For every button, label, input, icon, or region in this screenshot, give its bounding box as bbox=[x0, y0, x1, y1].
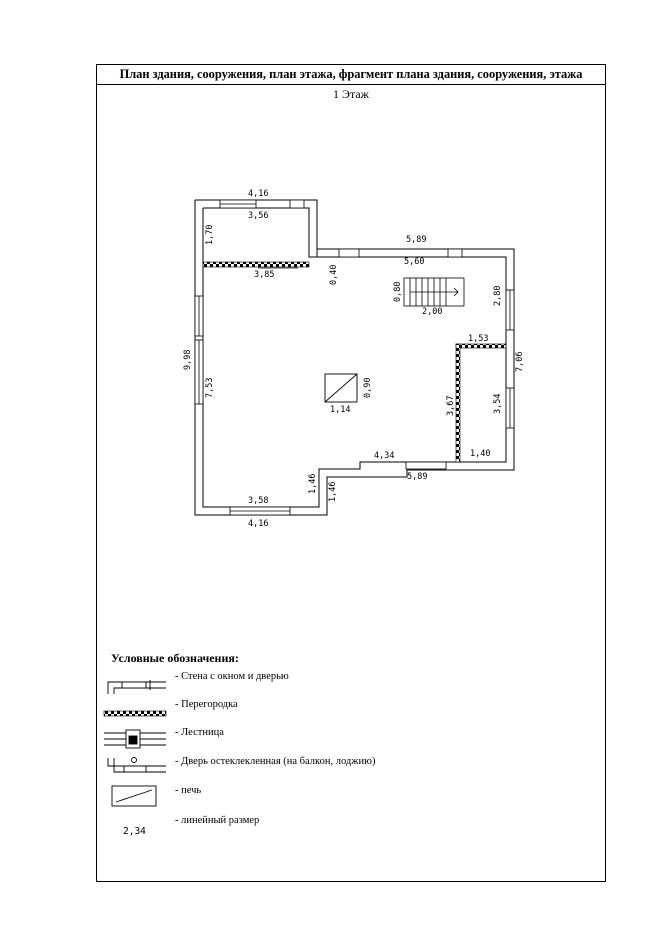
dim-bottom-ext: 4,16 bbox=[248, 519, 268, 529]
dim-notch-bottom: 1,40 bbox=[470, 449, 490, 459]
dim-partition: 3,85 bbox=[254, 270, 274, 280]
dim-right-lower: 3,54 bbox=[493, 394, 503, 414]
dim-right-ext: 7,06 bbox=[515, 352, 525, 372]
legend-partition-symbol bbox=[103, 710, 167, 717]
dim-stove-w: 1,14 bbox=[330, 405, 350, 415]
legend-symbols bbox=[103, 680, 167, 807]
staircase bbox=[403, 277, 465, 307]
dim-stairs-h: 0,80 bbox=[393, 282, 403, 302]
legend-glazed-door-symbol bbox=[107, 757, 166, 773]
dim-top-int: 3,56 bbox=[248, 211, 268, 221]
dim-stairs-w: 2,00 bbox=[422, 307, 442, 317]
legend-label-stove: - печь bbox=[175, 785, 202, 796]
dim-left-upper: 1,70 bbox=[205, 225, 215, 245]
partitions bbox=[202, 261, 507, 463]
legend-dimension-sample: 2,34 bbox=[123, 826, 146, 837]
floor-label: 1 Этаж bbox=[333, 87, 369, 101]
dim-notch-w: 1,53 bbox=[468, 334, 488, 344]
dim-left-int: 7,53 bbox=[205, 378, 215, 398]
dim-right-top-ext: 5,89 bbox=[406, 235, 426, 245]
legend-label-partition: - Перегородка bbox=[175, 699, 238, 710]
legend-label-linear-dimension: - линейный размер bbox=[175, 815, 260, 826]
dim-bottom-right-ext: 5,89 bbox=[407, 472, 427, 482]
dim-notch-partition: 3,67 bbox=[446, 396, 456, 416]
drawing-frame: План здания, сооружения, план этажа, фра… bbox=[96, 64, 606, 882]
page-title: План здания, сооружения, план этажа, фра… bbox=[97, 65, 605, 85]
dim-left-ext: 9,98 bbox=[183, 350, 193, 370]
dim-step-b: 1,46 bbox=[328, 482, 338, 502]
dim-bottom-int: 3,58 bbox=[248, 496, 268, 506]
legend-wall-window-door-symbol bbox=[107, 680, 166, 694]
legend-label-wall-window-door: - Стена с окном и дверью bbox=[175, 671, 289, 682]
legend-label-staircase: - Лестница bbox=[175, 727, 224, 738]
dim-right-wall-int: 2,80 bbox=[493, 286, 503, 306]
dim-step-040: 0,40 bbox=[329, 265, 339, 285]
dim-top-ext: 4,16 bbox=[248, 189, 268, 199]
dim-stove-h: 0,90 bbox=[363, 378, 373, 398]
windows bbox=[194, 199, 515, 516]
stove bbox=[324, 373, 358, 403]
legend-label-glazed-door: - Дверь остеклекленная (на балкон, лоджи… bbox=[175, 756, 376, 767]
dim-bottom-right-int: 4,34 bbox=[374, 451, 394, 461]
dimension-labels: 4,16 3,56 1,70 3,85 0,40 5,89 5,60 0,80 … bbox=[183, 189, 525, 529]
dim-right-top-int: 5,60 bbox=[404, 257, 424, 267]
legend-staircase-symbol bbox=[104, 729, 166, 749]
legend-title: Условные обозначения: bbox=[111, 651, 239, 665]
legend-stove-symbol bbox=[111, 785, 157, 807]
dim-step-a: 1,46 bbox=[308, 474, 318, 494]
